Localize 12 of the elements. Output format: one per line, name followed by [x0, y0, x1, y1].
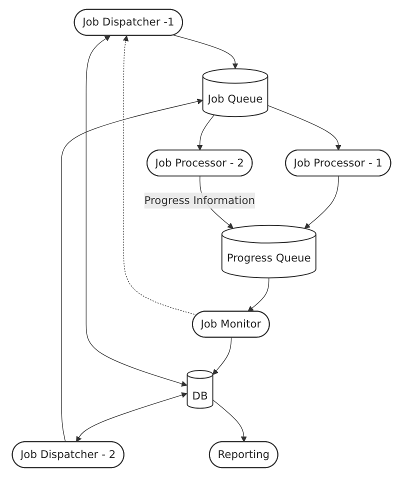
arrow — [248, 278, 270, 312]
arrow — [267, 105, 342, 151]
arrow — [61, 98, 204, 442]
arrow — [212, 337, 232, 375]
arrow — [86, 35, 188, 387]
edge-label: Progress Information — [144, 194, 255, 207]
arrow — [173, 34, 238, 69]
arrow — [122, 35, 198, 316]
arrow — [304, 176, 339, 229]
arrow — [76, 392, 188, 442]
arrow — [196, 114, 215, 151]
arrow — [212, 400, 247, 442]
